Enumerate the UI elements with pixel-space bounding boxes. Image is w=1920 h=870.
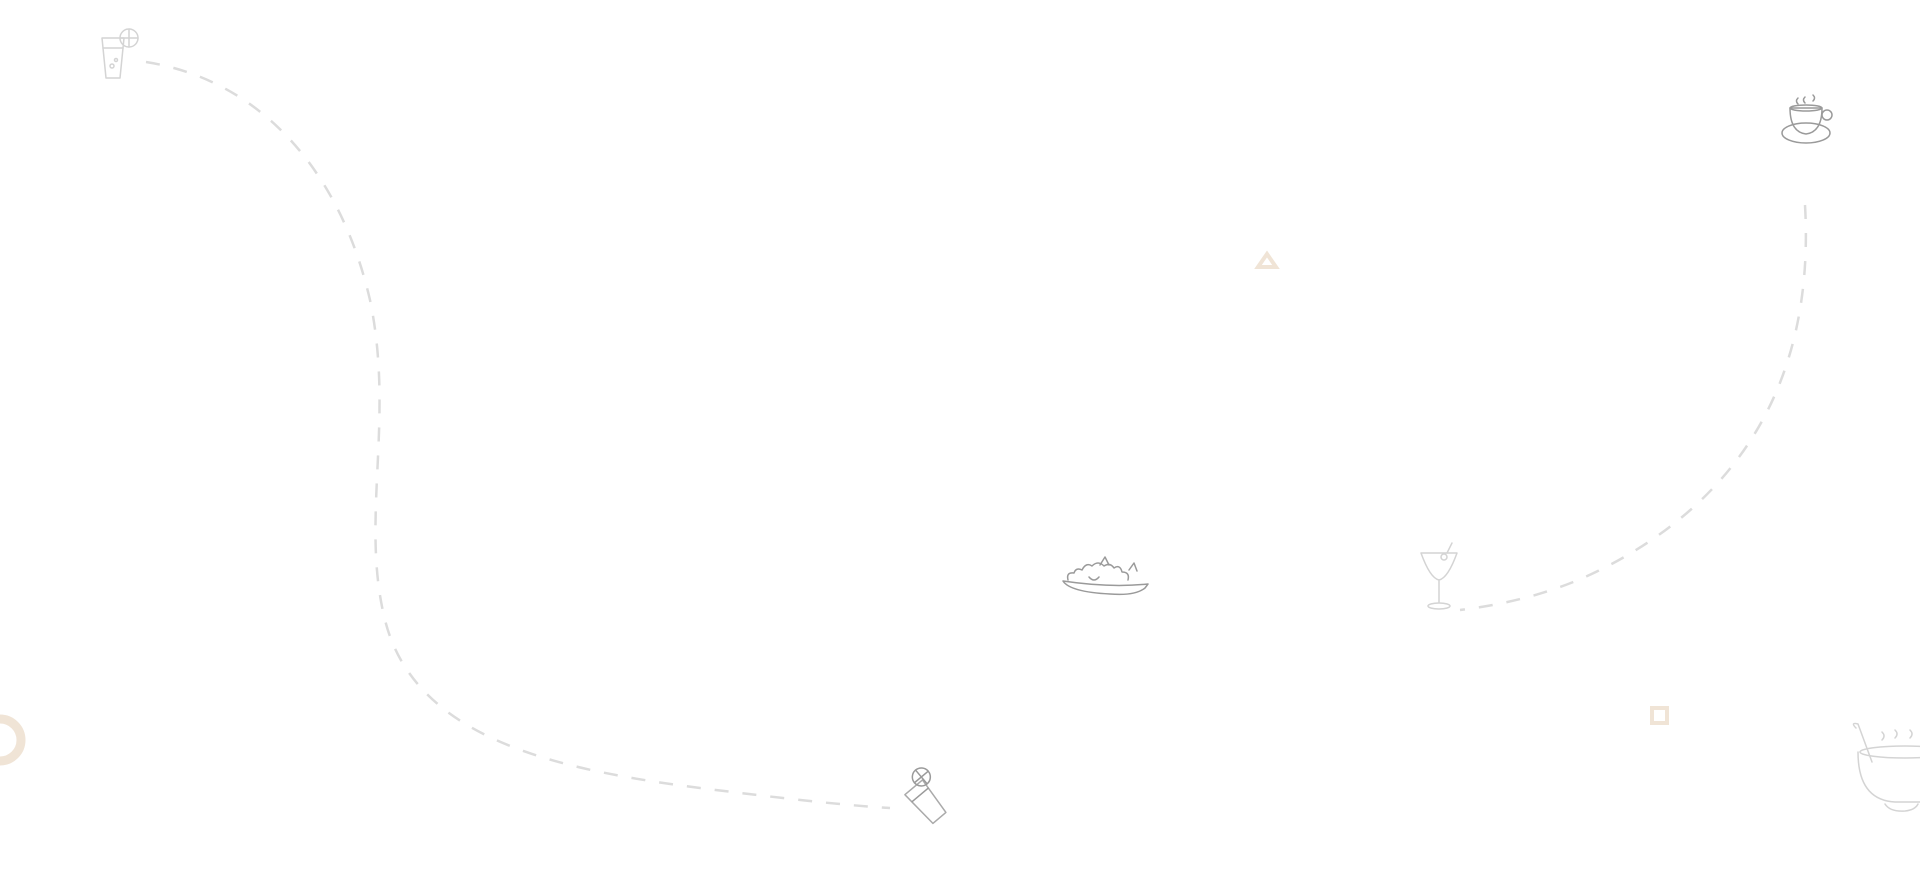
tilted-lemonade-glass-icon [904, 767, 947, 825]
cocktail-glass-icon [1420, 542, 1458, 610]
soup-bowl-icon [1852, 722, 1920, 812]
square-shape [1650, 706, 1669, 725]
lemonade-glass-icon [101, 28, 139, 79]
ring-shape [0, 714, 26, 766]
dashed-path-right [1459, 204, 1808, 612]
dashed-path-left [145, 60, 891, 810]
salad-bowl-icon [1062, 556, 1149, 596]
coffee-cup-icon [1781, 94, 1833, 144]
triangle-shape [1254, 250, 1280, 269]
